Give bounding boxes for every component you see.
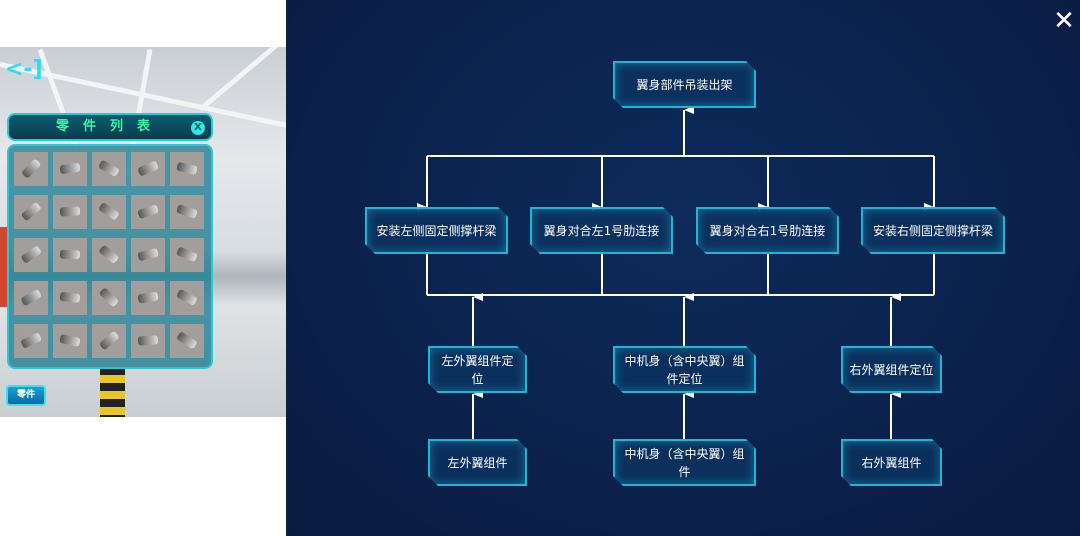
part-thumbnail[interactable]: [14, 152, 48, 186]
parts-list-title: 零件列表 X: [7, 113, 213, 141]
part-thumbnail[interactable]: [14, 281, 48, 315]
node-row3[interactable]: 中机身（含中央翼）组件定位: [613, 346, 756, 393]
part-thumbnail[interactable]: [92, 152, 126, 186]
part-thumbnail[interactable]: [170, 324, 204, 358]
part-thumbnail[interactable]: [170, 238, 204, 272]
node-row4[interactable]: 左外翼组件: [428, 439, 527, 486]
node-top[interactable]: 翼身部件吊装出架: [613, 61, 756, 108]
node-row2[interactable]: 翼身对合右1号肋连接: [696, 207, 839, 254]
part-thumbnail[interactable]: [92, 195, 126, 229]
part-thumbnail[interactable]: [92, 324, 126, 358]
3d-hangar-view[interactable]: <-] 零件列表 X 零件: [0, 47, 286, 417]
node-row4[interactable]: 右外翼组件: [841, 439, 942, 486]
part-thumbnail[interactable]: [170, 281, 204, 315]
part-thumbnail[interactable]: [131, 281, 165, 315]
part-thumbnail[interactable]: [131, 152, 165, 186]
parts-list-panel: 零件列表 X: [7, 113, 213, 369]
node-row2[interactable]: 安装右侧固定侧撑杆梁: [861, 207, 1005, 254]
part-thumbnail[interactable]: [131, 195, 165, 229]
node-row2[interactable]: 翼身对合左1号肋连接: [530, 207, 673, 254]
part-thumbnail[interactable]: [53, 152, 87, 186]
back-arrow-icon[interactable]: <-]: [5, 57, 43, 82]
part-thumbnail[interactable]: [53, 195, 87, 229]
node-row3[interactable]: 左外翼组件定位: [428, 346, 527, 393]
panel-close-icon[interactable]: X: [191, 121, 205, 135]
part-thumbnail[interactable]: [131, 324, 165, 358]
part-thumbnail[interactable]: [170, 195, 204, 229]
node-row3[interactable]: 右外翼组件定位: [841, 346, 942, 393]
part-thumbnail[interactable]: [92, 238, 126, 272]
part-thumbnail[interactable]: [53, 238, 87, 272]
part-thumbnail[interactable]: [92, 281, 126, 315]
node-row2[interactable]: 安装左侧固定侧撑杆梁: [365, 207, 508, 254]
process-flowchart-panel: ✕ 翼身部件吊装出架 安装左侧固定侧撑杆梁 翼身对合左1号肋连接 翼身对合右1号…: [286, 0, 1080, 536]
node-row4[interactable]: 中机身（含中央翼）组件: [613, 439, 756, 486]
close-icon[interactable]: ✕: [1053, 6, 1075, 36]
part-thumbnail[interactable]: [131, 238, 165, 272]
part-thumbnail[interactable]: [14, 324, 48, 358]
parts-button[interactable]: 零件: [6, 385, 46, 406]
part-thumbnail[interactable]: [170, 152, 204, 186]
part-thumbnail[interactable]: [53, 281, 87, 315]
connector-lines: [417, 106, 935, 439]
part-thumbnail[interactable]: [14, 195, 48, 229]
part-thumbnail[interactable]: [53, 324, 87, 358]
part-thumbnail[interactable]: [14, 238, 48, 272]
parts-grid: [7, 144, 213, 369]
